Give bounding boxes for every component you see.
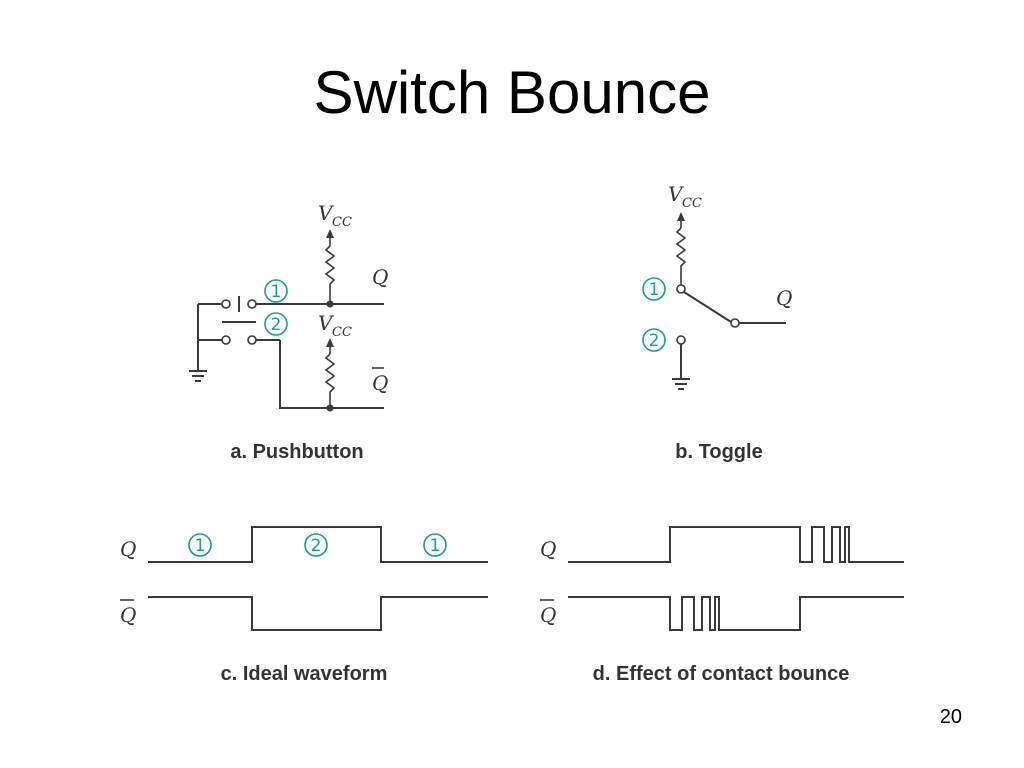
caption-pushbutton: a. Pushbutton [230, 441, 363, 463]
q-bar-output-label: Q [372, 371, 388, 395]
toggle-contact-1 [676, 284, 686, 294]
vcc-arrowhead-top [326, 229, 334, 238]
position-marker-1-label: 1 [430, 536, 441, 556]
page-number: 20 [939, 706, 962, 728]
vcc-label-bottom: V [318, 311, 335, 335]
q-junction [326, 300, 334, 308]
caption-toggle: b. Toggle [675, 441, 762, 463]
ideal-q-label: Q [120, 537, 136, 561]
bounce-q-bar-label: Q [540, 603, 556, 627]
vcc-arrowhead-toggle [677, 212, 685, 221]
pushbutton-contact [221, 335, 231, 345]
toggle-contact-2 [676, 335, 686, 345]
pushbutton-contact [247, 335, 257, 345]
bounce-q-bar-trace [568, 596, 904, 631]
bounce-q-trace [568, 526, 904, 563]
caption-bounce: d. Effect of contact bounce [593, 663, 850, 685]
position-marker-2 [304, 533, 328, 557]
q-bar-junction [326, 404, 334, 412]
pushbutton-contact [221, 299, 231, 309]
position-marker-1 [264, 279, 288, 303]
position-marker-2-label: 2 [271, 315, 282, 335]
position-marker-1-label: 1 [271, 282, 282, 302]
vcc-label-toggle: V [668, 182, 685, 206]
ideal-q-trace [148, 526, 488, 563]
pullup-resistor-toggle [675, 227, 687, 285]
vcc-subscript-top: CC [332, 215, 352, 230]
bounce-waveform: Q Q d. Effect of contact bounce [540, 526, 904, 685]
ideal-waveform: Q Q 1 2 1 c. Ideal waveform [120, 526, 488, 685]
position-marker-2 [642, 328, 666, 352]
position-marker-1 [423, 533, 447, 557]
slide-title: Switch Bounce [313, 59, 711, 126]
toggle-common [730, 318, 740, 328]
toggle-q-label: Q [776, 286, 792, 310]
position-marker-1-label: 1 [649, 280, 660, 300]
pushbutton-circuit: V CC Q V CC Q 1 [189, 201, 388, 463]
vcc-subscript-bottom: CC [332, 325, 352, 340]
ground-symbol-a [189, 370, 207, 382]
ground-symbol-b [672, 378, 690, 390]
pushbutton-contact [247, 299, 257, 309]
bounce-q-label: Q [540, 537, 556, 561]
position-marker-1 [642, 277, 666, 301]
position-marker-1-label: 1 [195, 536, 206, 556]
vcc-arrowhead-bottom [326, 338, 334, 347]
pullup-resistor-top [324, 245, 336, 304]
pullup-resistor-bottom [324, 353, 336, 408]
toggle-lever [683, 291, 732, 323]
q-bar-output-line [279, 340, 384, 409]
q-output-label: Q [372, 265, 388, 289]
ideal-q-bar-trace [148, 596, 488, 631]
position-marker-2-label: 2 [311, 536, 322, 556]
position-marker-2 [264, 312, 288, 336]
vcc-label-top: V [318, 201, 335, 225]
toggle-circuit: V CC Q 1 2 b. Toggle [642, 182, 792, 463]
ideal-q-bar-label: Q [120, 603, 136, 627]
caption-ideal: c. Ideal waveform [221, 663, 388, 685]
position-marker-1 [188, 533, 212, 557]
position-marker-2-label: 2 [649, 331, 660, 351]
vcc-subscript-toggle: CC [682, 196, 702, 211]
